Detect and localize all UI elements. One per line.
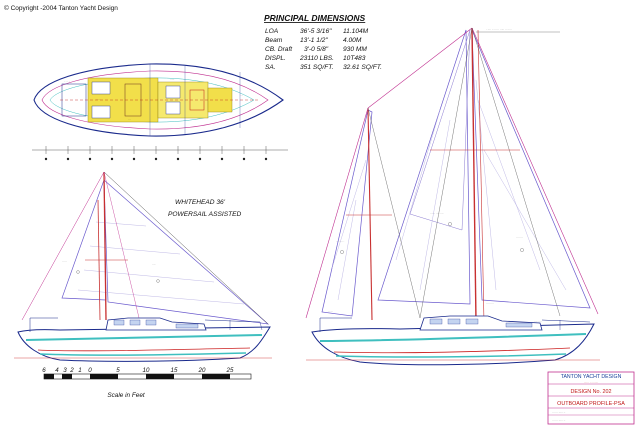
svg-text:······ ·· ·······: ······ ·· ······· bbox=[584, 381, 599, 384]
svg-text:······ ··· ·····: ······ ··· ····· bbox=[430, 212, 444, 215]
svg-text:····: ···· bbox=[152, 263, 156, 266]
dim-metric-displ: 10T483 bbox=[343, 55, 366, 62]
deck-plan: · · · ······ ········ ······· bbox=[32, 63, 288, 161]
dim-imperial-loa: 36'-5 3/16" bbox=[300, 28, 332, 35]
svg-text:·····: ····· bbox=[170, 78, 174, 81]
titleblock-sheet-title: OUTBOARD PROFILE-PSA bbox=[557, 401, 625, 407]
svg-text:··· ··· ····· ··: ··· ··· ····· ·· bbox=[552, 411, 566, 414]
svg-text:· · · ·: · · · · bbox=[64, 80, 70, 83]
title-block: TANTON YACHT DESIGN ······ ·· ······· DE… bbox=[547, 371, 635, 425]
dim-label-sa: SA. bbox=[265, 64, 276, 71]
svg-text:···· ····: ···· ···· bbox=[534, 320, 542, 323]
dim-label-draft: CB. Draft bbox=[265, 46, 293, 53]
dim-imperial-displ: 23110 LBS. bbox=[299, 55, 334, 62]
titleblock-company: TANTON YACHT DESIGN bbox=[561, 374, 622, 380]
svg-text:····: ···· bbox=[215, 84, 219, 87]
scale-tick: 20 bbox=[198, 367, 206, 374]
svg-text:··· ····: ··· ···· bbox=[516, 236, 523, 239]
scale-tick: 5 bbox=[116, 367, 120, 374]
boat-subtitle: POWERSAIL ASSISTED bbox=[168, 211, 242, 218]
titleblock-design-no: DESIGN No. 202 bbox=[570, 389, 611, 395]
scale-tick: 1 bbox=[78, 367, 81, 374]
svg-text:···: ··· bbox=[240, 94, 243, 97]
svg-text:··· ·····: ··· ····· bbox=[486, 302, 494, 305]
scale-tick: 25 bbox=[226, 367, 234, 374]
boat-name: WHITEHEAD 36' bbox=[175, 199, 226, 206]
svg-text:·····: ····· bbox=[96, 98, 100, 101]
scale-tick: 6 bbox=[42, 367, 46, 374]
scale-tick: 4 bbox=[55, 367, 59, 374]
principal-heading: PRINCIPAL DIMENSIONS bbox=[264, 13, 366, 23]
dim-metric-sa: 32.61 SQ/FT. bbox=[343, 64, 382, 71]
dim-label-displ: DISPL. bbox=[265, 55, 286, 62]
svg-text:··· ··: ··· ·· bbox=[62, 260, 67, 263]
scale-tick: 0 bbox=[88, 367, 92, 374]
dim-label-beam: Beam bbox=[265, 37, 283, 44]
dim-metric-loa: 11.104M bbox=[343, 28, 369, 35]
svg-text:···: ··· bbox=[128, 118, 131, 121]
svg-text:· ···· ·· ···· · ····· ·· ····: · ···· ·· ···· · ····· ·· ····· bbox=[486, 28, 512, 31]
scale-bar: 6 4 3 2 1 0 5 10 15 20 25 Scale in Feet bbox=[42, 367, 252, 399]
copyright-text: © Copyright -2004 Tanton Yacht Design bbox=[4, 4, 118, 12]
scale-tick: 10 bbox=[143, 367, 150, 374]
profile-right: · ···· ·· ···· · ····· ·· ····· ··· ····… bbox=[305, 27, 600, 366]
principal-dimensions: PRINCIPAL DIMENSIONS LOA 36'-5 3/16" 11.… bbox=[264, 13, 382, 71]
svg-text:··· ···· ·: ··· ···· · bbox=[336, 240, 344, 243]
scale-label: Scale in Feet bbox=[107, 392, 145, 399]
dim-imperial-beam: 13'-1 1/2" bbox=[300, 37, 328, 44]
dim-imperial-sa: 351 SQ/FT. bbox=[300, 64, 334, 71]
scale-tick: 3 bbox=[63, 367, 67, 374]
scale-tick: 2 bbox=[69, 367, 74, 374]
svg-text:·· ···: ·· ··· bbox=[328, 310, 333, 313]
dim-imperial-draft: 3'-0 5/8" bbox=[304, 46, 329, 53]
scale-tick: 15 bbox=[171, 367, 178, 374]
dim-metric-beam: 4.00M bbox=[343, 37, 362, 44]
svg-text:··· ··· ····· ··: ··· ··· ····· ·· bbox=[552, 419, 566, 422]
profile-left: WHITEHEAD 36' POWERSAIL ASSISTED ··· ·· ·… bbox=[14, 171, 272, 362]
dim-label-loa: LOA bbox=[265, 28, 279, 35]
dim-metric-draft: 930 MM bbox=[343, 46, 367, 53]
